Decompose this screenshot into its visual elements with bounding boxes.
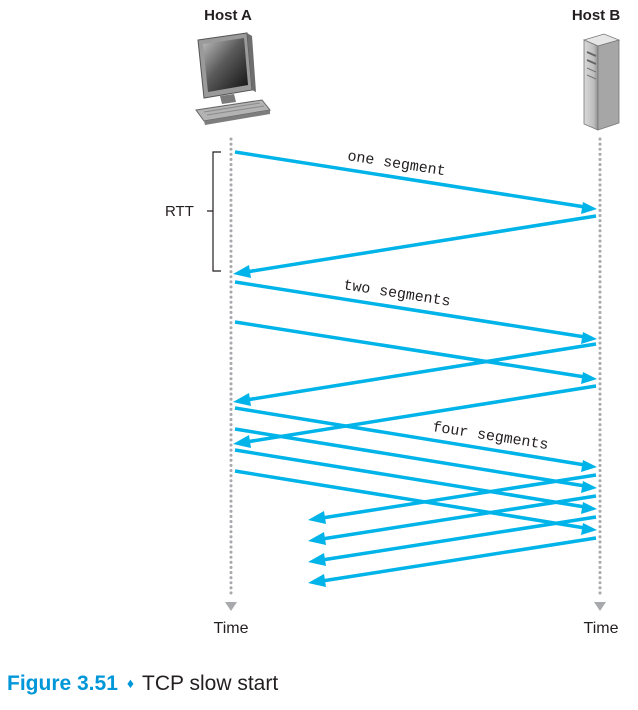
rtt-bracket (207, 151, 221, 272)
ack-arrow-4c (321, 515, 597, 562)
ack-arrowhead-4d (308, 574, 326, 587)
segment-arrow-2a (234, 280, 586, 339)
two-segments-label: two segments (342, 277, 451, 311)
ack-arrow-4b (321, 494, 597, 541)
figure-title: TCP slow start (142, 672, 279, 695)
segment-arrowhead-4d (581, 523, 597, 535)
host-b-time-label: Time (583, 620, 619, 637)
segment-arrow-4d (234, 469, 586, 530)
segment-arrowhead-2a (581, 332, 597, 344)
host-a-time-label: Time (213, 620, 249, 637)
desktop-computer-icon (195, 32, 271, 125)
one-segment-label: one segment (346, 148, 446, 180)
rtt-label: RTT (165, 203, 194, 220)
segment-arrow-4c (234, 448, 586, 509)
ack-arrow-4a (321, 473, 597, 520)
diamond-icon: ♦ (126, 675, 135, 691)
ack-arrowhead-4a (308, 511, 326, 524)
segment-arrowhead-1 (581, 202, 597, 214)
ack-arrowhead-4c (308, 553, 326, 566)
host-b-label: Host B (571, 7, 621, 24)
ack-arrow-4d (321, 536, 597, 583)
host-a-timeline-arrowhead (225, 602, 237, 611)
segment-arrowhead-4b (581, 481, 597, 493)
ack-arrowhead-2b (233, 435, 251, 448)
ack-arrowhead-1 (233, 265, 251, 278)
ack-arrowhead-2a (233, 393, 251, 406)
figure-caption: Figure 3.51 ♦ TCP slow start (7, 672, 278, 696)
tower-server-icon (582, 33, 621, 131)
figure-number: Figure 3.51 (7, 672, 118, 695)
segment-arrow-4a (234, 406, 586, 467)
host-a-label: Host A (204, 7, 252, 24)
segment-arrowhead-4c (581, 502, 597, 514)
ack-arrow-2b (245, 384, 597, 444)
segment-arrow-2b (234, 320, 586, 379)
ack-arrow-2a (245, 342, 597, 402)
segment-arrow-1 (234, 150, 586, 209)
segment-arrow-4b (234, 427, 586, 488)
ack-arrowhead-4b (308, 532, 326, 545)
segment-arrowhead-2b (581, 372, 597, 384)
ack-arrow-1 (245, 214, 597, 274)
segment-arrowhead-4a (581, 460, 597, 472)
host-b-timeline-arrowhead (594, 602, 606, 611)
